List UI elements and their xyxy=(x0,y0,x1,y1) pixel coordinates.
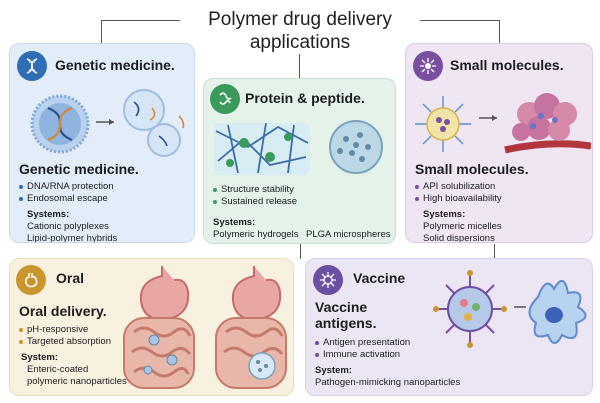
protein-system-microspheres: PLGA microspheres xyxy=(306,229,391,240)
card-genetic-medicine: Genetic medicine. Genetic medicine. DNA/… xyxy=(9,43,195,243)
connector-right xyxy=(414,20,500,44)
stomach-icon xyxy=(16,265,46,295)
oral-subheading: Oral delivery. xyxy=(19,303,107,319)
small-bullets: API solubilization High bioavailability xyxy=(415,181,502,205)
connector-bottom-right xyxy=(494,244,495,259)
hydrogel-illustration xyxy=(214,120,383,175)
small-subheading: Small molecules. xyxy=(415,161,529,177)
list-item: Immune activation xyxy=(315,349,410,361)
genetic-heading: Genetic medicine. xyxy=(55,57,175,73)
list-item: Sustained release xyxy=(213,196,297,208)
protein-systems-label: Systems: xyxy=(213,217,256,228)
gastrointestinal-illustration xyxy=(123,266,287,389)
list-item: Targeted absorption xyxy=(19,336,111,348)
list-item: Antigen presentation xyxy=(315,337,410,349)
genetic-subheading: Genetic medicine. xyxy=(19,161,139,177)
virus-icon xyxy=(313,265,343,295)
list-item: Endosomal escape xyxy=(19,193,114,205)
card-protein-peptide: Protein & peptide. Structure stability S… xyxy=(203,78,396,244)
connector-bottom-left xyxy=(300,244,301,259)
list-item: API solubilization xyxy=(415,181,502,193)
list-item: Structure stability xyxy=(213,184,297,196)
vaccine-bullets: Antigen presentation Immune activation xyxy=(315,337,410,361)
small-heading: Small molecules. xyxy=(450,57,564,73)
list-item: DNA/RNA protection xyxy=(19,181,114,193)
oral-systems: Enteric-coated polymeric nanoparticles xyxy=(27,364,127,387)
micelle-icon xyxy=(413,51,443,81)
oral-heading: Oral xyxy=(56,270,85,286)
genetic-systems: Cationic polyplexes Lipid-polymer hybrid… xyxy=(27,221,118,243)
antigen-cell-illustration xyxy=(433,270,587,348)
vaccine-systems-label: System: xyxy=(315,365,352,376)
protein-system-hydrogels: Polymeric hydrogels xyxy=(213,229,299,240)
vaccine-systems: Pathogen-mimicking nanoparticles xyxy=(315,377,461,388)
card-oral: Oral Oral delivery. pH-responsive Target… xyxy=(9,258,294,396)
small-systems-label: Systems: xyxy=(423,209,466,220)
protein-bullets: Structure stability Sustained release xyxy=(213,184,297,208)
small-systems: Polymeric micelles Solid dispersions xyxy=(423,221,502,243)
card-vaccine: Vaccine Vaccine antigens. Antigen presen… xyxy=(305,258,593,396)
protein-icon xyxy=(210,84,240,114)
genetic-bullets: DNA/RNA protection Endosomal escape xyxy=(19,181,114,205)
card-small-molecules: Small molecules. Small molecules. API so… xyxy=(405,43,593,243)
connector-left xyxy=(101,20,186,44)
oral-systems-label: System: xyxy=(21,352,58,363)
micelle-tumor-illustration xyxy=(415,93,591,154)
vaccine-subheading: Vaccine antigens. xyxy=(315,299,377,331)
list-item: pH-responsive xyxy=(19,324,111,336)
protein-heading: Protein & peptide. xyxy=(245,90,365,106)
oral-bullets: pH-responsive Targeted absorption xyxy=(19,324,111,348)
page-title: Polymer drug delivery applications xyxy=(180,8,420,54)
genetic-systems-label: Systems: xyxy=(27,209,70,220)
connector-center xyxy=(299,48,300,79)
nanoparticle-illustration xyxy=(30,89,185,157)
list-item: High bioavailability xyxy=(415,193,502,205)
vaccine-heading: Vaccine xyxy=(353,270,406,286)
dna-icon xyxy=(17,51,47,81)
